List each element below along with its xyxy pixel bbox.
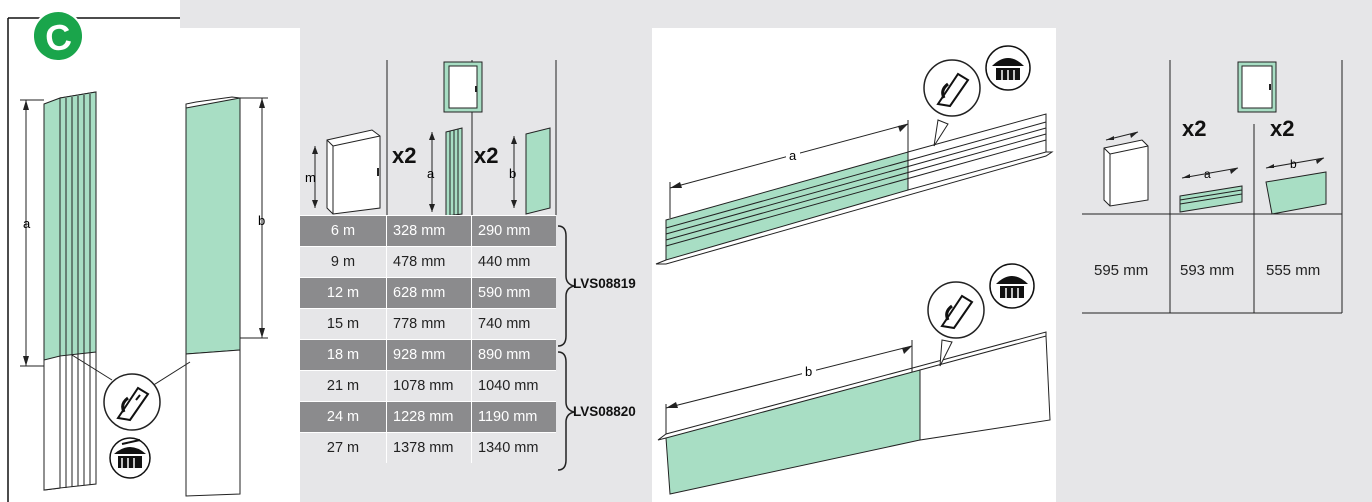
x2-module-profile-label: x2 <box>1182 116 1207 141</box>
dim-a-module-label: a <box>1204 167 1211 181</box>
dim-b-table-label: b <box>509 166 516 181</box>
panel-module-dimensions <box>1056 28 1372 502</box>
horizontal-profile <box>655 113 1054 265</box>
panel-vertical-install: a b C <box>0 0 300 502</box>
horizontal-cut-drawing: a b <box>655 45 1054 495</box>
deburr-brush-icon <box>989 263 1035 309</box>
profile-icon <box>1179 185 1243 213</box>
ref-lvs08819: LVS08819 <box>573 276 636 291</box>
cover-icon <box>525 127 551 215</box>
reference-braces <box>557 225 575 471</box>
ref-lvs08820: LVS08820 <box>573 404 636 419</box>
deburr-brush-icon <box>985 45 1031 91</box>
dim-a-label: a <box>23 216 31 231</box>
vertical-cover <box>185 96 241 497</box>
module-profile-length: 593 mm <box>1180 262 1235 279</box>
x2-cover-label: x2 <box>474 143 499 168</box>
hacksaw-icon <box>936 72 970 108</box>
profile-icon <box>445 127 463 217</box>
enclosure-icon <box>1103 139 1149 207</box>
deburr-brush-icon <box>109 437 151 479</box>
module-dimensions-drawing: a b <box>1082 60 1343 314</box>
dim-a-table-label: a <box>427 166 435 181</box>
top-strip <box>180 0 1372 28</box>
x2-profile-label: x2 <box>392 143 417 168</box>
vertical-install-drawing: a b <box>7 17 268 502</box>
module-cover-length: 555 mm <box>1266 262 1321 279</box>
dim-m-label: m <box>305 170 316 185</box>
cut-table-header-drawing: m a b <box>305 60 557 217</box>
cover-icon <box>1265 171 1327 215</box>
dim-b-module-label: b <box>1290 157 1297 171</box>
step-c-letter: C <box>42 15 74 60</box>
dim-a-horizontal-label: a <box>789 148 797 163</box>
hacksaw-icon <box>940 294 974 330</box>
dim-b-horizontal-label: b <box>805 364 812 379</box>
module-enclosure-length: 595 mm <box>1094 262 1149 279</box>
enclosure-icon <box>326 129 381 215</box>
hacksaw-icon <box>116 386 150 422</box>
dim-b-label: b <box>258 213 265 228</box>
x2-module-cover-label: x2 <box>1270 116 1295 141</box>
horizontal-cover <box>657 331 1051 495</box>
vertical-profile <box>43 91 97 491</box>
